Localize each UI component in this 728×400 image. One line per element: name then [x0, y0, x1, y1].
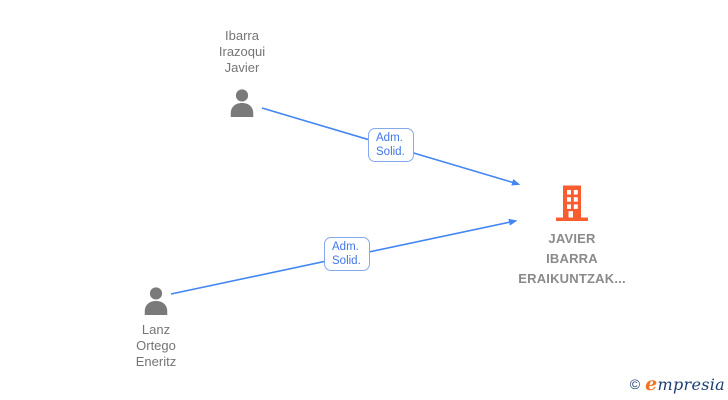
- node-company[interactable]: JAVIER IBARRA ERAIKUNTZAK...: [492, 184, 652, 287]
- empresia-watermark[interactable]: © empresia: [630, 373, 725, 395]
- person-1-name: Ibarra Irazoqui Javier: [219, 28, 265, 76]
- copyright-icon: ©: [629, 376, 641, 392]
- edge-label-line: Solid.: [332, 255, 361, 267]
- person-2-name: Lanz Ortego Eneritz: [136, 322, 176, 370]
- node-person-2[interactable]: Lanz Ortego Eneritz: [96, 284, 216, 370]
- brand-wordmark: empresia: [645, 373, 725, 395]
- company-name-line: JAVIER: [548, 231, 596, 246]
- person-name-line: Irazoqui: [218, 44, 266, 59]
- brand-rest: mpresia: [657, 375, 725, 394]
- edge-label-line: Adm.: [376, 132, 403, 144]
- company-name-line: ERAIKUNTZAK...: [518, 271, 626, 286]
- person-name-line: Ortego: [136, 338, 176, 353]
- edge-label-adm-solid-1: Adm. Solid.: [368, 128, 414, 162]
- person-icon: [227, 86, 257, 118]
- edge-label-adm-solid-2: Adm. Solid.: [324, 237, 370, 271]
- company-name-line: IBARRA: [546, 251, 598, 266]
- brand-accent-letter: e: [645, 373, 658, 395]
- company-name: JAVIER IBARRA ERAIKUNTZAK...: [518, 227, 626, 287]
- person-name-line: Ibarra: [225, 28, 259, 43]
- edge-label-line: Solid.: [376, 146, 405, 158]
- person-icon: [141, 284, 171, 316]
- person-name-line: Eneritz: [135, 354, 177, 369]
- person-name-line: Lanz: [141, 322, 171, 337]
- building-icon: [553, 184, 591, 227]
- node-person-1[interactable]: Ibarra Irazoqui Javier: [182, 28, 302, 118]
- edge-label-line: Adm.: [332, 241, 359, 253]
- person-name-line: Javier: [224, 60, 260, 75]
